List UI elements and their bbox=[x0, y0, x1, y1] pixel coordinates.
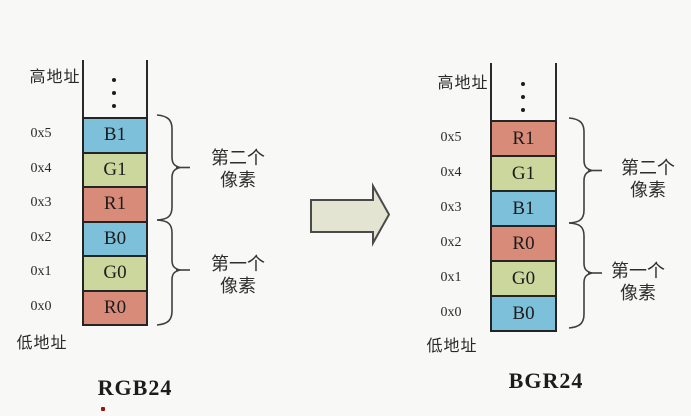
left-diagram-title: RGB24 bbox=[97, 375, 173, 400]
memory-cell: B1 bbox=[84, 119, 146, 154]
address-label: 0x2 bbox=[440, 234, 462, 250]
left-first-pixel-label: 第一个 像素 bbox=[198, 253, 278, 297]
brace-first-pixel bbox=[156, 219, 181, 326]
right-column-walls bbox=[490, 63, 557, 122]
memory-cell: R1 bbox=[84, 188, 146, 223]
pixel-label-line: 像素 bbox=[220, 276, 256, 296]
cell-label: G1 bbox=[103, 158, 127, 180]
address-label: 0x5 bbox=[440, 129, 462, 145]
cell-label: B0 bbox=[512, 302, 535, 324]
right-high-address-label: 高地址 bbox=[437, 75, 489, 92]
cell-label: G0 bbox=[511, 267, 536, 289]
memory-cell: B0 bbox=[84, 222, 146, 257]
right-diagram-title: BGR24 bbox=[508, 368, 584, 393]
left-second-pixel-label: 第二个 像素 bbox=[198, 147, 278, 191]
right-ellipsis-dots bbox=[521, 82, 525, 121]
memory-cell: B1 bbox=[492, 192, 555, 227]
right-braces bbox=[568, 117, 602, 329]
left-address-column: 0x5 0x4 0x3 0x2 0x1 0x0 bbox=[17, 117, 65, 324]
memory-cell: B0 bbox=[492, 297, 555, 330]
right-first-pixel-label: 第一个 像素 bbox=[598, 260, 678, 304]
address-label: 0x0 bbox=[30, 298, 52, 314]
cell-label: R0 bbox=[103, 296, 127, 318]
address-label: 0x4 bbox=[440, 164, 462, 180]
pixel-label-line: 第二个 bbox=[621, 158, 675, 178]
pixel-label-line: 第二个 bbox=[211, 148, 265, 168]
brace-first-pixel bbox=[568, 222, 593, 329]
right-memory-stack: R1 G1 B1 R0 G0 B0 bbox=[490, 120, 557, 332]
pixel-label-line: 像素 bbox=[630, 180, 666, 200]
cell-label: R0 bbox=[512, 232, 535, 254]
arrow-right-icon bbox=[310, 182, 391, 247]
left-memory-stack: B1 G1 R1 B0 G0 R0 bbox=[82, 117, 148, 326]
red-dot-artifact bbox=[101, 407, 105, 411]
memory-cell: G0 bbox=[492, 262, 555, 297]
cell-label: G0 bbox=[103, 262, 127, 284]
left-braces bbox=[156, 114, 190, 326]
left-ellipsis-dots bbox=[112, 78, 116, 117]
memory-cell: G1 bbox=[492, 157, 555, 192]
memory-cell: R0 bbox=[492, 227, 555, 262]
left-column-walls bbox=[82, 60, 148, 119]
address-label: 0x4 bbox=[30, 160, 52, 176]
cell-label: B1 bbox=[512, 197, 535, 219]
address-label: 0x2 bbox=[30, 229, 52, 245]
right-address-column: 0x5 0x4 0x3 0x2 0x1 0x0 bbox=[427, 120, 475, 330]
left-high-address-label: 高地址 bbox=[29, 69, 81, 86]
cell-label: R1 bbox=[512, 127, 535, 149]
address-label: 0x1 bbox=[30, 264, 52, 280]
address-label: 0x3 bbox=[440, 199, 462, 215]
cell-label: R1 bbox=[103, 193, 127, 215]
cell-label: B0 bbox=[103, 227, 127, 249]
address-label: 0x5 bbox=[30, 126, 52, 142]
cell-label: G1 bbox=[511, 162, 536, 184]
memory-cell: G1 bbox=[84, 153, 146, 188]
pixel-label-line: 像素 bbox=[220, 170, 256, 190]
cell-label: B1 bbox=[103, 124, 127, 146]
memory-cell: R1 bbox=[492, 122, 555, 157]
pixel-label-line: 第一个 bbox=[211, 254, 265, 274]
address-label: 0x3 bbox=[30, 195, 52, 211]
address-label: 0x1 bbox=[440, 269, 462, 285]
left-low-address-label: 低地址 bbox=[16, 335, 68, 352]
address-label: 0x0 bbox=[440, 304, 462, 320]
right-second-pixel-label: 第二个 像素 bbox=[608, 157, 688, 201]
pixel-label-line: 像素 bbox=[620, 283, 656, 303]
memory-cell: R0 bbox=[84, 291, 146, 324]
right-low-address-label: 低地址 bbox=[426, 338, 478, 355]
memory-cell: G0 bbox=[84, 257, 146, 292]
pixel-label-line: 第一个 bbox=[611, 261, 665, 281]
